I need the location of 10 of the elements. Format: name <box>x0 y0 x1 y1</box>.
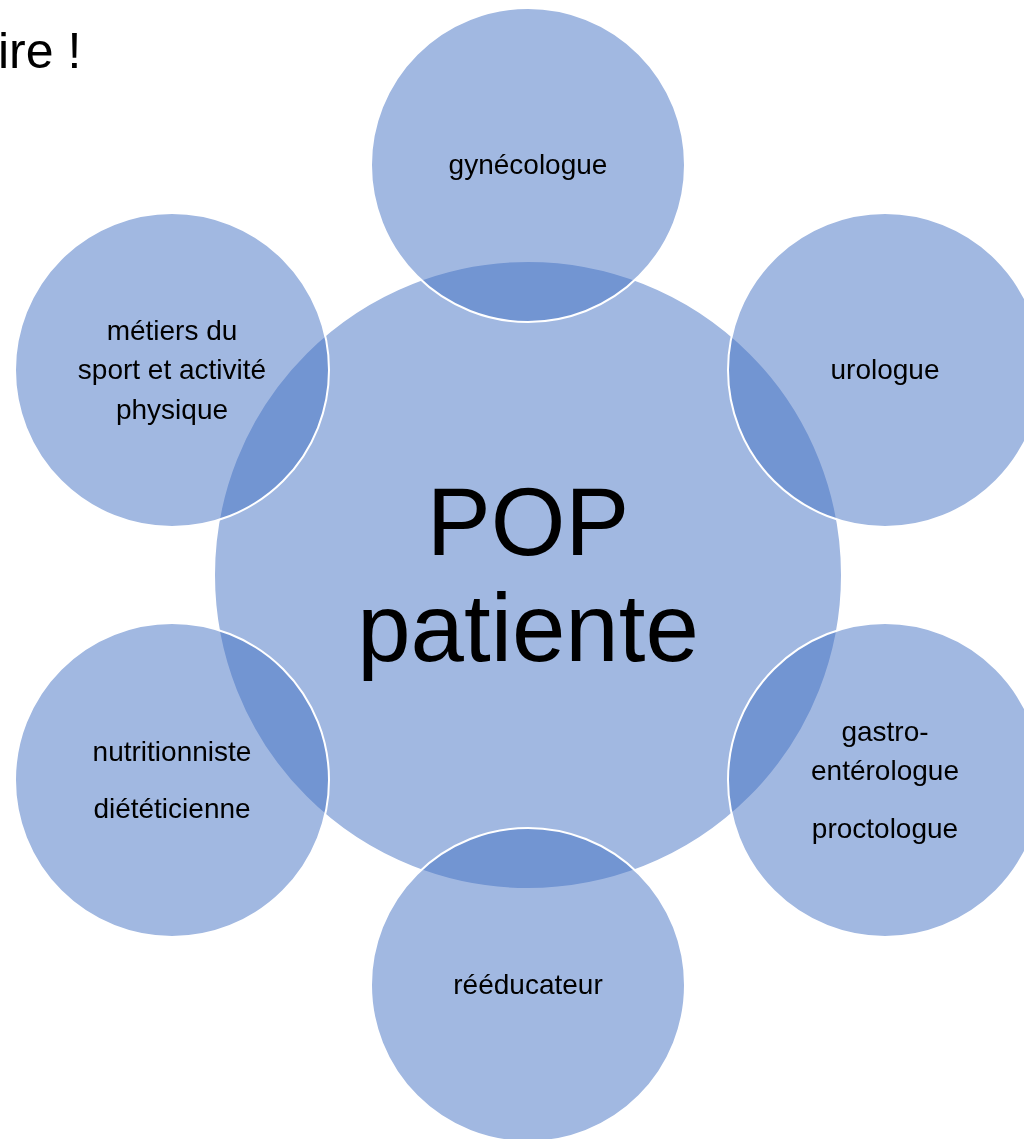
node-text: diététicienne <box>93 792 251 826</box>
node-text: POP patiente <box>356 469 700 681</box>
node-text: rééducateur <box>453 968 603 1003</box>
node-text: gastro-entérologue <box>810 715 960 789</box>
node-text: métiers du sport et activité physique <box>76 314 268 427</box>
title-fragment: ire ! <box>0 22 82 80</box>
node-text: gynécologue <box>448 148 608 183</box>
node-text: urologue <box>830 353 940 388</box>
node-text: nutritionniste <box>92 734 252 769</box>
node-text: proctologue <box>811 811 959 846</box>
